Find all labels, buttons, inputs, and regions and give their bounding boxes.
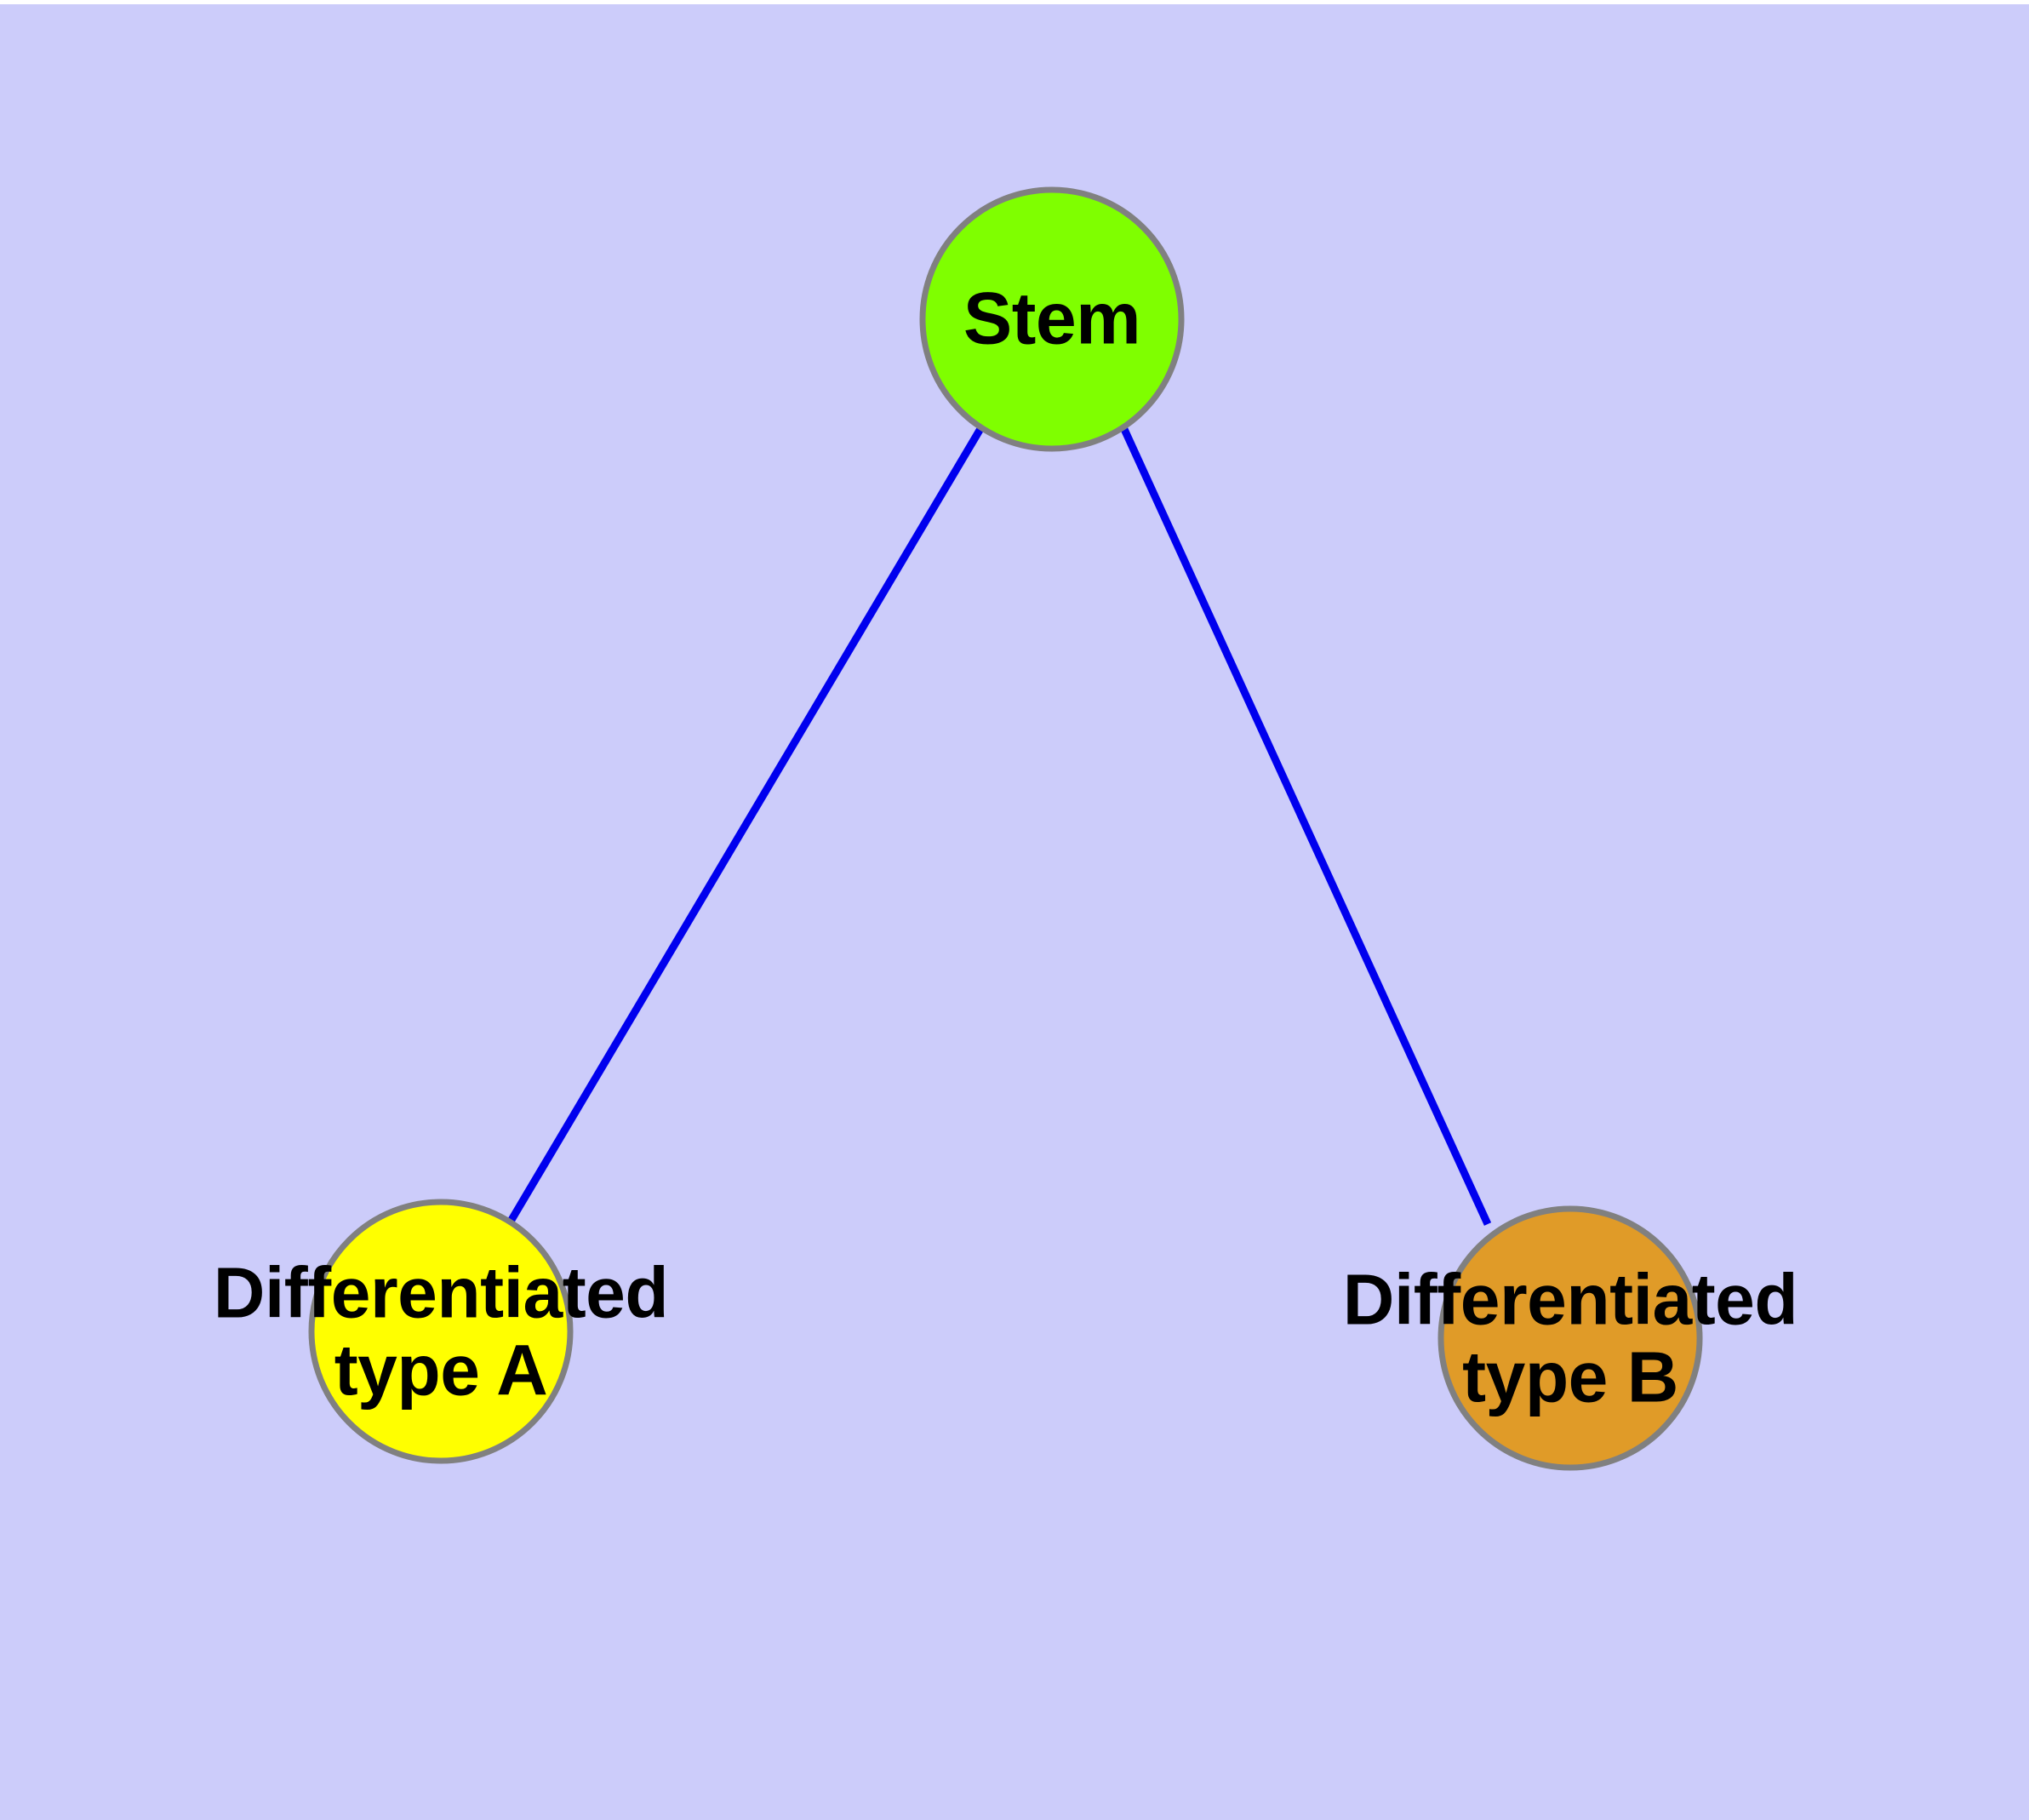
edge-stem-to-diff-a: [508, 425, 985, 1222]
node-layer: [308, 186, 1703, 1471]
node-circle-stem[interactable]: [919, 186, 1185, 452]
edge-stem-to-diff-b: [1119, 426, 1492, 1226]
edge-layer: [508, 425, 1492, 1226]
node-circle-diff-b[interactable]: [1437, 1205, 1703, 1471]
node-circle-diff-a[interactable]: [308, 1199, 574, 1464]
